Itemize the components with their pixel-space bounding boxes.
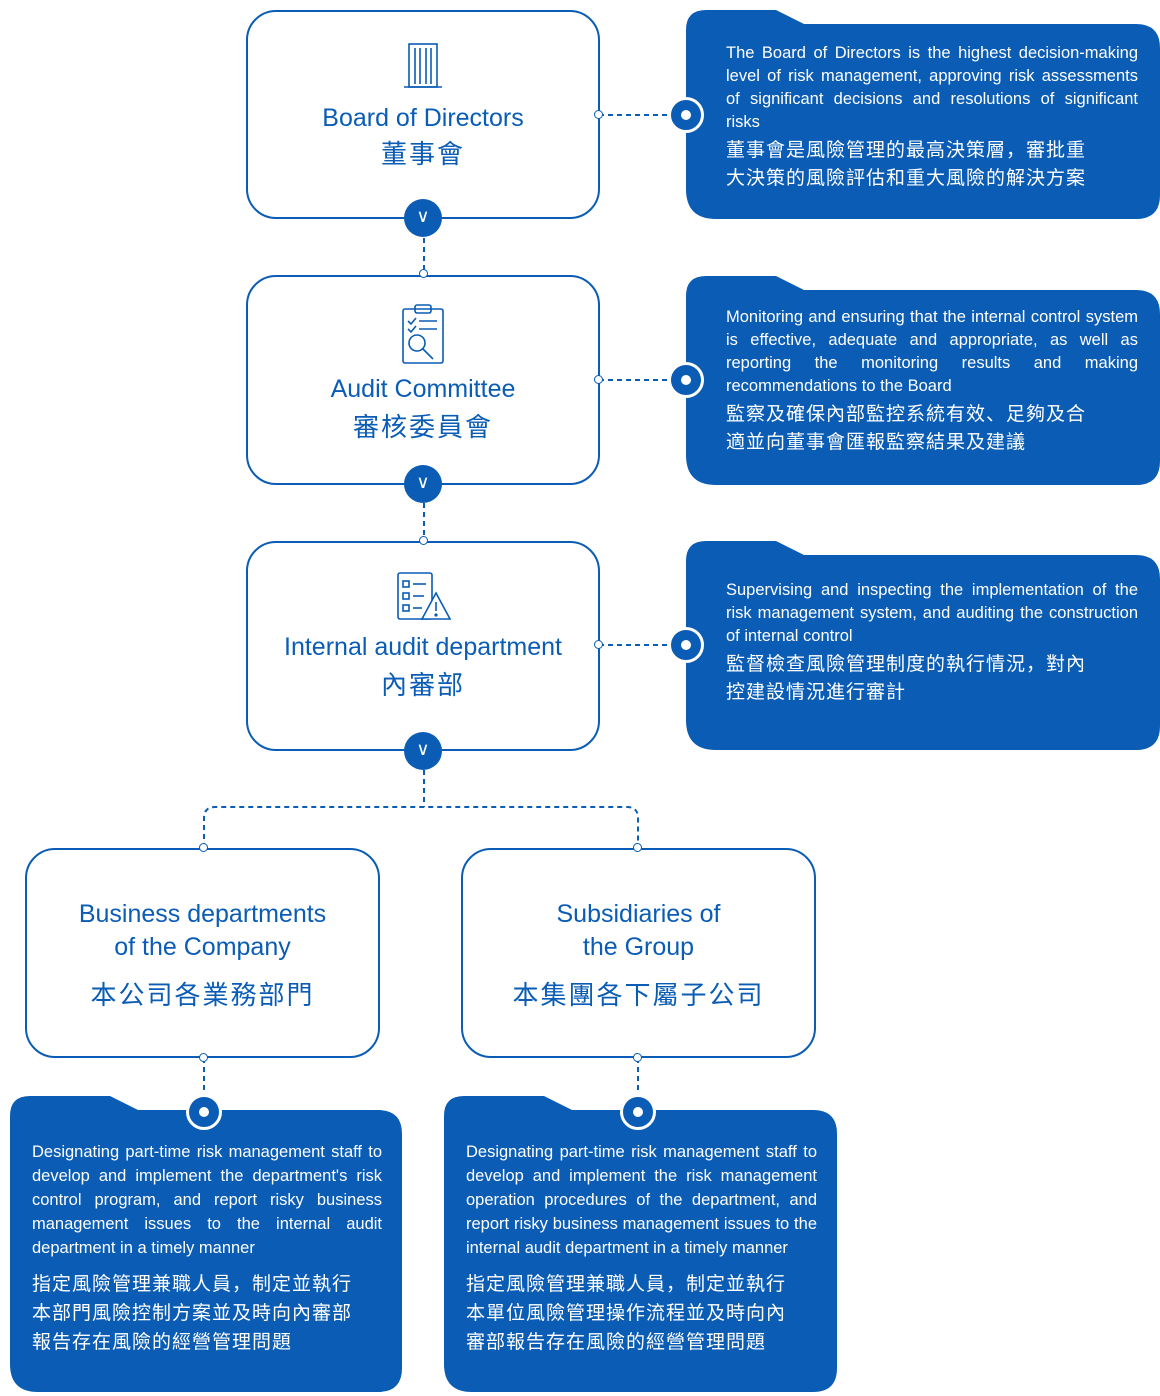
audit-committee-description-zh: 監察及確保內部監控系統有效、足夠及合 適並向董事會匯報監察結果及建議 [726, 403, 1087, 453]
internal-audit-title-zh: 內審部 [380, 671, 465, 701]
connector-point [199, 843, 208, 852]
subsidiaries-description-en: Designating part-time risk management st… [466, 1143, 817, 1257]
chevron-down-icon: ∨ [404, 199, 442, 237]
connector-point [633, 843, 642, 852]
business-title-zh: 本公司各業務部門 [90, 981, 315, 1011]
connector-point [594, 110, 603, 119]
subsidiaries-box: Subsidiaries of the Group 本集團各下屬子公司 [461, 848, 816, 1058]
connector-point [594, 640, 603, 649]
internal-audit-description-en: Supervising and inspecting the implement… [726, 581, 1138, 645]
building-icon [404, 43, 442, 88]
chevron-down-icon: ∨ [404, 465, 442, 503]
audit-committee-title-zh: 審核委員會 [352, 413, 493, 443]
bullet-dot-icon [186, 1094, 222, 1130]
board-title-zh: 董事會 [380, 140, 465, 170]
audit-committee-description-card: Monitoring and ensuring that the interna… [686, 276, 1160, 485]
bullet-dot-icon [668, 97, 704, 133]
business-title-en: Business departments of the Company [78, 900, 327, 961]
board-description-zh: 董事會是風險管理的最高決策層，審批重 大決策的風險評估和重大風險的解決方案 [726, 139, 1087, 189]
audit-committee-box: Audit Committee 審核委員會 [246, 275, 600, 485]
business-description-zh: 指定風險管理兼職人員，制定並執行 本部門風險控制方案並及時向內審部 報告存在風險… [32, 1273, 353, 1353]
checklist-warning-icon [397, 572, 452, 620]
bullet-dot-icon [668, 627, 704, 663]
connector-point [199, 1053, 208, 1062]
subsidiaries-title-en: Subsidiaries of the Group [556, 900, 721, 961]
subsidiaries-description-card: Designating part-time risk management st… [444, 1096, 837, 1392]
board-description-en: The Board of Directors is the highest de… [726, 44, 1138, 131]
business-departments-box: Business departments of the Company 本公司各… [25, 848, 380, 1058]
internal-audit-description-zh: 監督檢查風險管理制度的執行情況，對內 控建設情況進行審計 [726, 653, 1087, 703]
connector-point [419, 536, 428, 545]
audit-committee-description-en: Monitoring and ensuring that the interna… [726, 308, 1138, 395]
internal-audit-box: Internal audit department 內審部 [246, 541, 600, 751]
board-title-en: Board of Directors [322, 104, 524, 132]
internal-audit-title-en: Internal audit department [284, 633, 562, 661]
audit-committee-title-en: Audit Committee [330, 375, 516, 403]
business-description-card: Designating part-time risk management st… [10, 1096, 402, 1392]
board-description-card: The Board of Directors is the highest de… [686, 10, 1160, 219]
board-of-directors-box: Board of Directors 董事會 [246, 10, 600, 219]
connector-point [419, 269, 428, 278]
subsidiaries-description-zh: 指定風險管理兼職人員，制定並執行 本單位風險管理操作流程並及時向內 審部報告存在… [466, 1273, 787, 1353]
bullet-dot-icon [620, 1094, 656, 1130]
bullet-dot-icon [668, 362, 704, 398]
clipboard-search-icon [402, 304, 444, 364]
subsidiaries-title-zh: 本集團各下屬子公司 [512, 981, 765, 1011]
business-description-en: Designating part-time risk management st… [32, 1143, 382, 1257]
chevron-down-icon: ∨ [404, 732, 442, 770]
internal-audit-description-card: Supervising and inspecting the implement… [686, 541, 1160, 750]
connector-point [633, 1053, 642, 1062]
connector-point [594, 375, 603, 384]
